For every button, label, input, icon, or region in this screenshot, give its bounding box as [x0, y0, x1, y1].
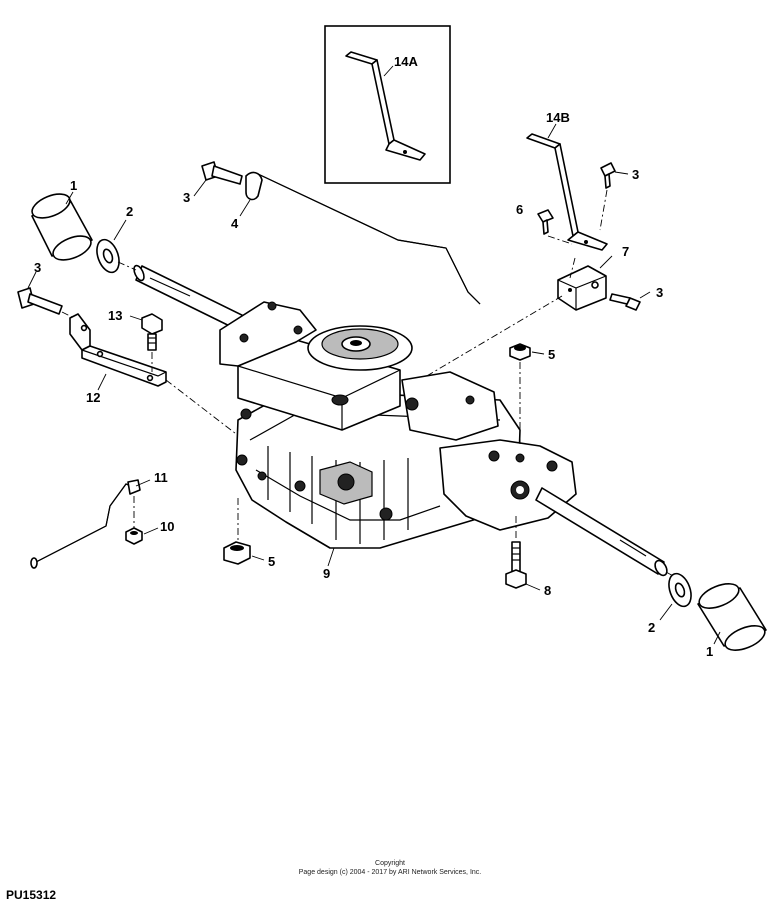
callout-5-upper: 5	[548, 347, 555, 362]
callout-12: 12	[86, 390, 100, 405]
bushing-1-right	[697, 583, 767, 651]
callout-2-right: 2	[648, 620, 655, 635]
callout-9: 9	[323, 566, 330, 581]
screw-3-upper	[201, 161, 243, 185]
washer-2-left	[96, 238, 120, 274]
copyright-line-2: Page design (c) 2004 - 2017 by ARI Netwo…	[298, 869, 482, 876]
nut-5-upper	[509, 343, 531, 361]
bushing-1-left	[31, 193, 93, 261]
bolt-8	[505, 516, 527, 589]
bracket-14a	[345, 51, 426, 161]
callout-3-upper: 3	[183, 190, 190, 205]
callout-4: 4	[231, 216, 239, 231]
callout-14a: 14A	[394, 54, 418, 69]
callout-8: 8	[544, 583, 551, 598]
callout-2-left: 2	[126, 204, 133, 219]
diagram-id: PU15312	[6, 888, 57, 902]
callout-7: 7	[622, 244, 629, 259]
callout-11: 11	[154, 470, 168, 485]
callout-6: 6	[516, 202, 523, 217]
screw-3-top-right	[600, 162, 616, 189]
transmission-9	[219, 301, 577, 549]
callout-3-right-top: 3	[632, 167, 639, 182]
callout-1-left: 1	[70, 178, 77, 193]
callout-5-lower: 5	[268, 554, 275, 569]
screw-3-left	[17, 287, 63, 315]
bracket-7	[557, 265, 607, 311]
bracket-14b	[526, 133, 608, 251]
callout-3-left: 3	[34, 260, 41, 275]
callout-13: 13	[108, 308, 122, 323]
inset-14a: 14A	[324, 25, 451, 184]
rod-4	[245, 171, 481, 305]
bolt-13	[141, 313, 163, 351]
copyright-notice: Copyright Page design (c) 2004 - 2017 by…	[0, 859, 780, 877]
axle-right	[535, 487, 668, 577]
washer-2-right	[668, 572, 692, 608]
screw-6	[537, 209, 554, 235]
copyright-line-1: Copyright	[375, 860, 405, 867]
bracket-12	[69, 313, 167, 387]
callout-3-right: 3	[656, 285, 663, 300]
callout-1-right: 1	[706, 644, 713, 659]
screw-3-right	[609, 293, 641, 311]
callout-10: 10	[160, 519, 174, 534]
callout-14b: 14B	[546, 110, 570, 125]
nut-5-lower	[223, 541, 251, 565]
rod-11	[30, 479, 141, 569]
nut-10	[125, 527, 143, 545]
